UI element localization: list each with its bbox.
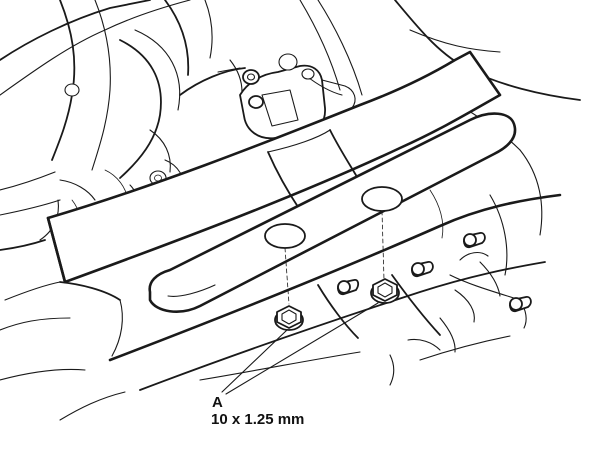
flange-nut-right — [370, 278, 400, 304]
callout-thread-spec: 10 x 1.25 mm — [211, 411, 305, 428]
callout-letter-a: A — [212, 394, 223, 411]
stud-3 — [463, 232, 486, 249]
bolt-hole-left — [264, 223, 306, 249]
flange-studs — [337, 232, 532, 313]
stud-1 — [337, 278, 360, 296]
bolt-hole-right — [361, 186, 403, 212]
hanger-bracket — [217, 53, 356, 140]
installation-guides — [284, 210, 385, 305]
stud-4 — [509, 296, 532, 313]
stud-2 — [411, 261, 434, 278]
exhaust-pipe — [46, 50, 502, 284]
body-frame-structure — [0, 0, 246, 381]
heat-shield-plate — [148, 112, 517, 313]
flange-nut-left — [274, 305, 304, 331]
callout-leaders — [221, 302, 379, 395]
